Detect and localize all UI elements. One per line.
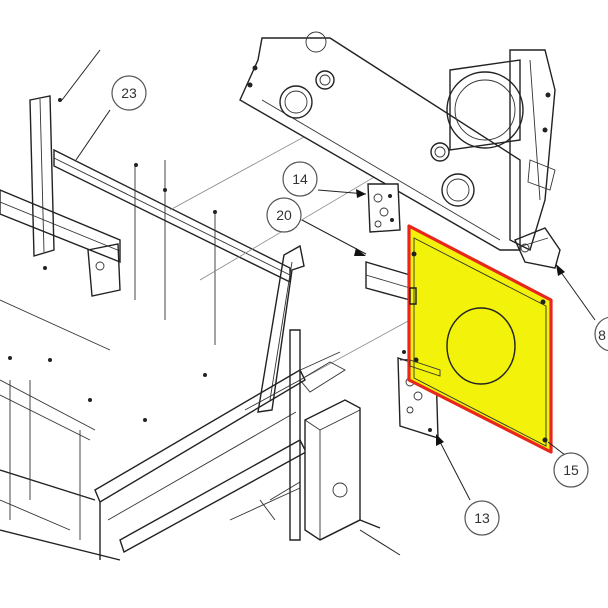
- part-20-bar: [365, 261, 411, 301]
- callout-15: 15: [553, 452, 589, 488]
- callout-23-label: 23: [121, 85, 137, 101]
- main-frame: [0, 89, 421, 561]
- part-15-panel[interactable]: [407, 224, 553, 454]
- callout-13-label: 13: [474, 510, 490, 526]
- callout-15-label: 15: [563, 462, 579, 478]
- part-14-bracket: [367, 183, 401, 233]
- callout-8: 8: [594, 316, 608, 352]
- callout-20: 20: [266, 197, 302, 233]
- callout-23: 23: [111, 75, 147, 111]
- callout-14: 14: [282, 161, 318, 197]
- callouts: 23 14 20 8 15 13: [111, 75, 608, 536]
- callout-8-label: 8: [598, 327, 606, 343]
- top-control-panel: [239, 31, 561, 269]
- callout-14-label: 14: [292, 171, 308, 187]
- highlighted-plate: [407, 224, 553, 454]
- callout-13: 13: [464, 500, 500, 536]
- leader-lines: [61, 49, 596, 556]
- callout-20-label: 20: [276, 207, 292, 223]
